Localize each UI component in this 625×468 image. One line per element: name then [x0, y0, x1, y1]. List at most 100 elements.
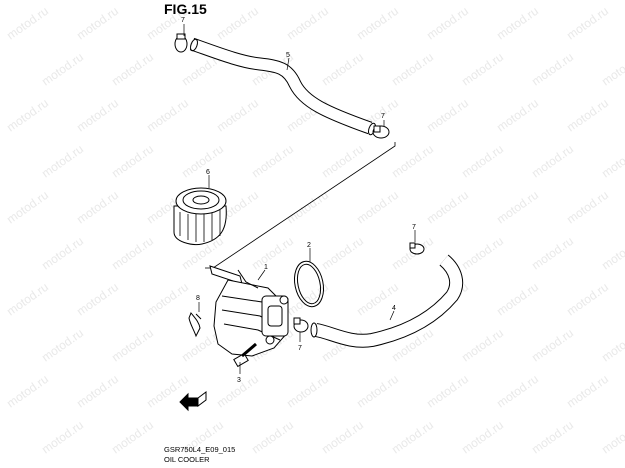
callout-labels: 7 5 7 6 2 1 7 4 8 7 3	[181, 17, 416, 384]
watermark-text: motod.ru	[599, 418, 625, 457]
hose-clamp-lower-left-drawing	[293, 317, 309, 333]
watermark-text: motod.ru	[214, 4, 261, 43]
watermark-text: motod.ru	[459, 142, 506, 181]
watermark-text: motod.ru	[39, 142, 86, 181]
callout-3: 3	[237, 377, 241, 384]
watermark-text: motod.ru	[599, 234, 625, 273]
watermark-text: motod.ru	[564, 372, 611, 411]
front-direction-arrow	[179, 391, 207, 412]
callout-2: 2	[307, 242, 311, 249]
watermark-text: motod.ru	[109, 234, 156, 273]
oil-filter-drawing	[173, 187, 227, 245]
watermark-text: motod.ru	[494, 280, 541, 319]
watermark-text: motod.ru	[389, 50, 436, 89]
lower-hose-drawing	[310, 254, 464, 348]
watermark-text: motod.ru	[109, 326, 156, 365]
watermark-text: motod.ru	[214, 96, 261, 135]
watermark-text: motod.ru	[424, 372, 471, 411]
watermark-text: motod.ru	[319, 142, 366, 181]
leader-lines	[183, 24, 416, 374]
watermark-text: motod.ru	[354, 372, 401, 411]
clip-drawing	[188, 312, 202, 338]
watermark-text: motod.ru	[564, 4, 611, 43]
watermark-text: motod.ru	[459, 326, 506, 365]
watermark-text: motod.ru	[284, 280, 331, 319]
watermark-text: motod.ru	[529, 418, 576, 457]
watermark-text: motod.ru	[4, 96, 51, 135]
watermark-text: motod.ru	[389, 418, 436, 457]
watermark-layer: motod.ru motod.ru motod.ru motod.ru motod.ru…	[4, 4, 625, 457]
watermark-text: motod.ru	[529, 142, 576, 181]
watermark-text: motod.ru	[529, 234, 576, 273]
watermark-text: motod.ru	[74, 372, 121, 411]
watermark-text: motod.ru	[599, 326, 625, 365]
watermark-text: motod.ru	[529, 50, 576, 89]
watermark-text: motod.ru	[109, 418, 156, 457]
watermark-text: motod.ru	[354, 280, 401, 319]
callout-7: 6	[206, 169, 210, 176]
callout-6: 7	[412, 224, 416, 231]
oil-cooler-drawing	[209, 265, 289, 357]
callout-5: 5	[286, 52, 290, 59]
watermark-text: motod.ru	[109, 50, 156, 89]
watermark-text: motod.ru	[424, 4, 471, 43]
watermark-text: motod.ru	[529, 326, 576, 365]
watermark-text: motod.ru	[249, 142, 296, 181]
watermark-text: motod.ru	[494, 188, 541, 227]
watermark-text: motod.ru	[74, 280, 121, 319]
watermark-text: motod.ru	[319, 234, 366, 273]
watermark-text: motod.ru	[4, 188, 51, 227]
callout-6: 7	[381, 113, 385, 120]
watermark-text: motod.ru	[74, 188, 121, 227]
watermark-text: motod.ru	[319, 418, 366, 457]
watermark-text: motod.ru	[4, 280, 51, 319]
watermark-text: motod.ru	[459, 418, 506, 457]
o-ring-drawing	[293, 260, 325, 308]
watermark-text: motod.ru	[39, 418, 86, 457]
callout-6: 7	[181, 17, 185, 24]
watermark-text: motod.ru	[319, 50, 366, 89]
callout-4: 4	[392, 305, 396, 312]
watermark-text: motod.ru	[424, 188, 471, 227]
callout-1: 1	[264, 264, 268, 271]
watermark-text: motod.ru	[39, 326, 86, 365]
watermark-text: motod.ru	[179, 142, 226, 181]
watermark-text: motod.ru	[39, 234, 86, 273]
hose-clamp-upper-left-drawing	[174, 33, 188, 53]
watermark-text: motod.ru	[599, 142, 625, 181]
watermark-text: motod.ru	[459, 50, 506, 89]
watermark-text: motod.ru	[354, 4, 401, 43]
watermark-text: motod.ru	[494, 96, 541, 135]
watermark-text: motod.ru	[564, 188, 611, 227]
watermark-text: motod.ru	[599, 50, 625, 89]
watermark-text: motod.ru	[249, 418, 296, 457]
watermark-text: motod.ru	[109, 142, 156, 181]
watermark-text: motod.ru	[459, 234, 506, 273]
watermark-text: motod.ru	[389, 142, 436, 181]
watermark-text: motod.ru	[564, 96, 611, 135]
watermark-text: motod.ru	[494, 4, 541, 43]
watermark-text: motod.ru	[144, 280, 191, 319]
callout-8: 8	[196, 295, 200, 302]
hose-clamp-lower-right-drawing	[409, 242, 425, 255]
bolt-drawing	[233, 342, 257, 368]
watermark-text: motod.ru	[284, 372, 331, 411]
watermark-text: motod.ru	[4, 4, 51, 43]
callout-6: 7	[298, 345, 302, 352]
watermark-text: motod.ru	[284, 4, 331, 43]
hose-clamp-upper-right-drawing	[372, 125, 390, 139]
figure-title: FIG.15	[164, 1, 207, 17]
diagram-code: GSR750L4_E09_015	[164, 445, 236, 454]
watermark-text: motod.ru	[354, 188, 401, 227]
watermark-text: motod.ru	[144, 96, 191, 135]
watermark-text: motod.ru	[74, 96, 121, 135]
watermark-text: motod.ru	[249, 234, 296, 273]
watermark-text: motod.ru	[74, 4, 121, 43]
watermark-text: motod.ru	[39, 50, 86, 89]
watermark-text: motod.ru	[564, 280, 611, 319]
watermark-text: motod.ru	[494, 372, 541, 411]
diagram-name: OIL COOLER	[164, 455, 210, 464]
watermark-text: motod.ru	[424, 96, 471, 135]
